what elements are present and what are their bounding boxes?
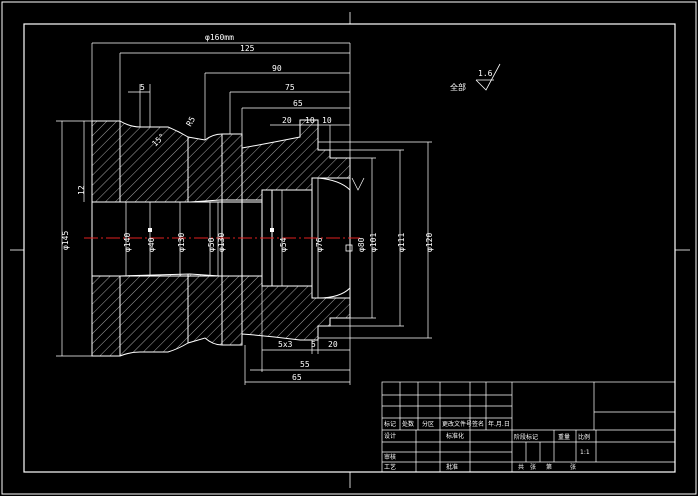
tb-process: 工艺 (384, 463, 396, 471)
dim-10a: 10 (305, 116, 315, 125)
dim-phi130b: φ130 (217, 233, 226, 252)
tb-review: 审核 (384, 453, 396, 461)
tb-scale: 比例 (578, 433, 590, 441)
marker-square-3 (345, 244, 353, 252)
dim-phi40: φ40 (147, 237, 156, 252)
dim-55: 55 (300, 360, 310, 369)
dim-90: 90 (272, 64, 282, 73)
tb-sign: 签名 (472, 420, 484, 428)
dim-65-top: 65 (293, 99, 303, 108)
dim-phi50: φ50 (207, 237, 216, 252)
dim-phi145: φ145 (61, 231, 70, 250)
tb-approve: 批准 (446, 463, 458, 471)
tb-sheet-no: 第 (546, 463, 552, 471)
tb-count: 处数 (402, 420, 414, 428)
tb-sheet-word2: 张 (570, 463, 576, 471)
dim-phi80: φ80 (357, 237, 366, 252)
tb-change-doc: 更改文件号 (442, 420, 472, 428)
dimension-texts: φ160mm 125 90 75 65 20 10 10 5 R5 15° 12… (61, 33, 434, 382)
dim-12: 12 (77, 185, 86, 195)
dim-top-dia: φ160mm (205, 33, 234, 42)
dim-20-bottom: 20 (328, 340, 338, 349)
dim-10b: 10 (322, 116, 332, 125)
dim-5x3: 5x3 (278, 340, 293, 349)
dim-phi140: φ140 (123, 233, 132, 252)
dim-phi111: φ111 (397, 233, 406, 252)
dim-phi130: φ130 (177, 233, 186, 252)
dim-75: 75 (285, 83, 295, 92)
dim-phi101: φ101 (369, 233, 378, 252)
tb-standard: 标准化 (446, 432, 464, 440)
tb-zone: 分区 (422, 420, 434, 428)
section-upper (91, 119, 351, 203)
title-block (381, 381, 676, 473)
dim-phi76: φ76 (315, 237, 324, 252)
dim-phi54: φ54 (279, 237, 288, 252)
tb-date: 年.月.日 (488, 420, 510, 428)
tb-design: 设计 (384, 432, 396, 440)
title-block-texts: 标记 处数 分区 更改文件号 签名 年.月.日 设计 标准化 审核 工艺 批准 … (384, 420, 590, 471)
zone-ticks (10, 12, 690, 488)
tb-weight: 重量 (558, 433, 570, 441)
tb-scale-value: 1:1 (580, 449, 590, 456)
dim-20: 20 (282, 116, 292, 125)
dimension-lines-vertical (56, 120, 432, 357)
dim-65-bottom: 65 (292, 373, 302, 382)
dim-5-top: 5 (140, 83, 145, 92)
roughness-check-icon (475, 63, 501, 91)
dim-r5: R5 (185, 115, 198, 128)
marker-square-1 (148, 228, 152, 232)
dim-5-bottom: 5 (311, 340, 316, 349)
dimension-lines-top (91, 42, 351, 158)
tb-mark: 标记 (384, 420, 396, 428)
surface-label: 全部 (450, 82, 466, 92)
tb-stage-mark: 阶段标记 (514, 433, 538, 441)
dim-phi120: φ120 (425, 233, 434, 252)
marker-square-2 (270, 228, 274, 232)
inner-frame (23, 23, 676, 473)
tb-sheet-word: 张 (530, 463, 536, 471)
surface-value: 1.6 (478, 69, 493, 78)
section-lower (91, 273, 351, 357)
tb-sheet-total: 共 (518, 463, 524, 471)
dim-125: 125 (240, 44, 255, 53)
surface-roughness: 全部 1.6 (450, 63, 501, 92)
dimension-lines-bottom (244, 286, 351, 385)
